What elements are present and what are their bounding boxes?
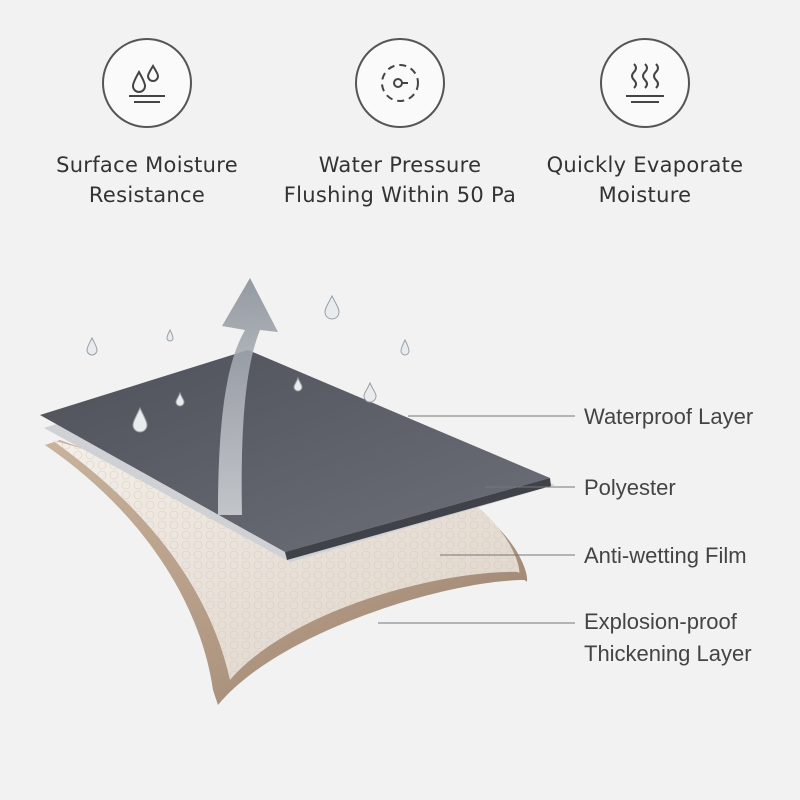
waterproof-layer bbox=[40, 350, 550, 552]
feature-water-pressure: Water Pressure Flushing Within 50 Pa bbox=[270, 38, 530, 210]
water-drops-icon bbox=[102, 38, 192, 128]
label-polyester: Polyester bbox=[584, 475, 676, 500]
arrow-up-icon bbox=[218, 278, 278, 515]
leader-lines bbox=[378, 415, 575, 624]
pressure-gauge-icon bbox=[355, 38, 445, 128]
label-waterproof-layer: Waterproof Layer bbox=[584, 404, 754, 429]
label-anti-wetting-film: Anti-wetting Film bbox=[584, 543, 747, 568]
water-droplet-icons bbox=[86, 294, 410, 433]
feature-label: Quickly Evaporate Moisture bbox=[546, 153, 744, 207]
fabric-layers-diagram bbox=[40, 278, 575, 705]
feature-surface-moisture: Surface Moisture Resistance bbox=[17, 38, 277, 210]
feature-evaporate: Quickly Evaporate Moisture bbox=[515, 38, 775, 210]
feature-label: Water Pressure Flushing Within 50 Pa bbox=[283, 153, 517, 207]
feature-label: Surface Moisture Resistance bbox=[56, 153, 238, 207]
label-thickening-layer: Explosion-proof Thickening Layer bbox=[584, 609, 752, 666]
evaporation-icon bbox=[600, 38, 690, 128]
